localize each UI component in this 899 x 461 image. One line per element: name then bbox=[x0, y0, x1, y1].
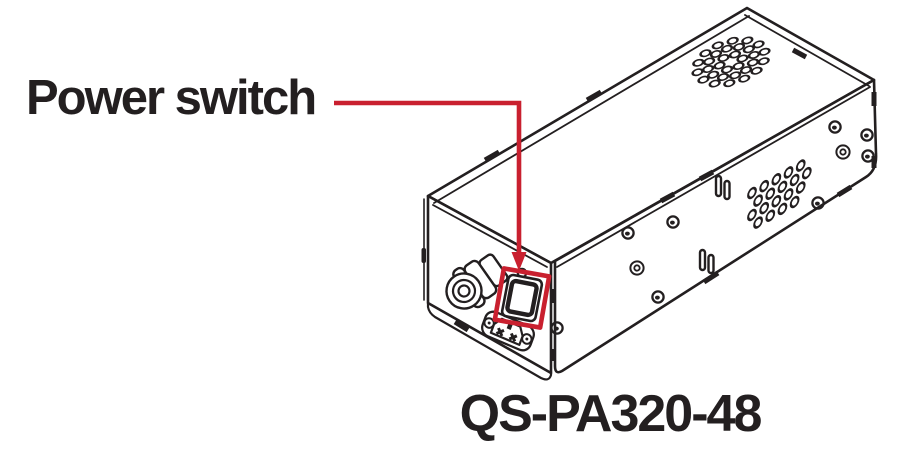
front-edge-slot bbox=[421, 248, 426, 263]
slot-pair-icon bbox=[714, 174, 731, 201]
slot-pair-icon bbox=[698, 248, 715, 275]
screw-hole-icon bbox=[835, 144, 851, 160]
side-vent-holes-icon bbox=[747, 159, 812, 229]
screw-icon bbox=[550, 321, 564, 335]
screw-icon bbox=[651, 290, 665, 304]
callout-arrowhead-icon bbox=[511, 252, 527, 271]
panel-seams bbox=[432, 14, 871, 268]
screws bbox=[550, 120, 875, 335]
screw-icon bbox=[811, 196, 825, 210]
cable-gland-icon bbox=[445, 253, 509, 310]
callout-line bbox=[334, 100, 522, 252]
power-switch-highlight bbox=[492, 266, 552, 330]
edge-tabs bbox=[453, 47, 877, 361]
mounting-slots bbox=[698, 174, 731, 275]
model-label: QS-PA320-48 bbox=[459, 385, 763, 443]
screw-icon bbox=[666, 215, 680, 229]
fan-vent-icon bbox=[691, 36, 771, 88]
callout-label: Power switch bbox=[26, 71, 317, 125]
screw-hole-icon bbox=[629, 260, 645, 276]
screw-icon bbox=[860, 128, 874, 142]
inlet-ear-icon bbox=[521, 333, 533, 345]
inlet-pins-icon bbox=[495, 323, 518, 342]
power-switch bbox=[500, 273, 544, 323]
screw-icon bbox=[621, 226, 635, 240]
screw-icon bbox=[828, 120, 842, 134]
